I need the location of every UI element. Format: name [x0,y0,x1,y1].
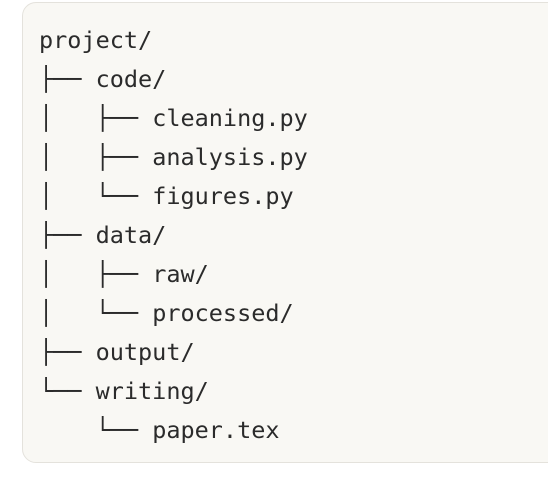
folder-name-code: code/ [95,65,167,93]
tree-branch-glyphs: │ ├── [39,104,153,132]
tree-row-processed: │ └── processed/ [39,294,308,333]
tree-row-output: ├── output/ [39,333,308,372]
tree-branch-glyphs: │ ├── [39,260,153,288]
tree-branch-glyphs: └── [39,416,153,444]
folder-name-raw: raw/ [152,260,209,288]
tree-root: project/ [39,21,308,60]
tree-row-analysis: │ ├── analysis.py [39,138,308,177]
folder-name-output: output/ [95,338,195,366]
folder-name-data: data/ [95,221,167,249]
file-name-analysis: analysis.py [152,143,308,171]
tree-row-figures: │ └── figures.py [39,177,308,216]
tree-branch-glyphs: │ └── [39,182,153,210]
tree-branch-glyphs: ├── [39,221,96,249]
tree-row-raw: │ ├── raw/ [39,255,308,294]
file-name-figures: figures.py [152,182,294,210]
tree-row-writing: └── writing/ [39,372,308,411]
tree-branch-glyphs: │ └── [39,299,153,327]
tree-branch-glyphs: └── [39,377,96,405]
file-name-paper: paper.tex [152,416,280,444]
directory-tree: project/├── code/│ ├── cleaning.py│ ├── … [39,21,308,450]
tree-row-cleaning: │ ├── cleaning.py [39,99,308,138]
folder-name-writing: writing/ [95,377,209,405]
tree-row-paper: └── paper.tex [39,411,308,450]
tree-branch-glyphs: │ ├── [39,143,153,171]
folder-name-project: project/ [39,26,153,54]
folder-name-processed: processed/ [152,299,294,327]
tree-row-code: ├── code/ [39,60,308,99]
file-name-cleaning: cleaning.py [152,104,308,132]
tree-branch-glyphs: ├── [39,338,96,366]
tree-branch-glyphs: ├── [39,65,96,93]
code-block [22,2,548,463]
tree-row-data: ├── data/ [39,216,308,255]
